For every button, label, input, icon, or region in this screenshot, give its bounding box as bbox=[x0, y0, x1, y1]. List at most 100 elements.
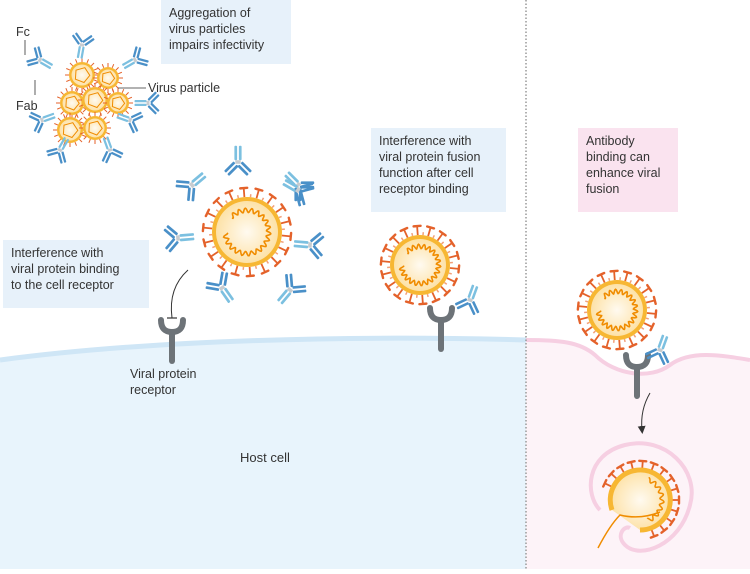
antibody-icon bbox=[117, 44, 150, 77]
antibody-fab bbox=[310, 232, 325, 246]
spike-protein-icon bbox=[449, 255, 458, 257]
spike-protein-icon bbox=[590, 282, 596, 288]
antibody-icon bbox=[163, 223, 196, 254]
spike-protein-icon bbox=[450, 268, 459, 269]
spike-protein-icon bbox=[422, 295, 423, 304]
spike-protein-icon bbox=[221, 260, 226, 267]
antibody-fab bbox=[72, 32, 83, 45]
spike-protein-icon bbox=[642, 288, 649, 293]
antibody-fab bbox=[176, 180, 190, 188]
spike-protein-icon bbox=[582, 293, 590, 297]
antibody-fab bbox=[455, 298, 469, 310]
aggregated-virus-icon bbox=[65, 58, 99, 92]
antibody-fab bbox=[128, 121, 138, 134]
spike-protein-icon bbox=[619, 340, 620, 349]
antibody-icon bbox=[172, 164, 213, 205]
spike-protein-icon bbox=[382, 272, 391, 274]
callout-enhancement: Antibody binding can enhance viral fusio… bbox=[578, 128, 678, 212]
enhanced-virus bbox=[578, 271, 656, 349]
fc-label: Fc bbox=[16, 24, 30, 40]
spike-protein-icon bbox=[447, 278, 455, 282]
antibody-fab bbox=[187, 187, 195, 201]
spike-protein-icon bbox=[601, 274, 605, 282]
aggregated-virus-icon bbox=[53, 113, 87, 147]
spike-protein-icon bbox=[393, 237, 399, 243]
spike-protein-icon bbox=[409, 294, 411, 303]
antibody-icon bbox=[293, 230, 326, 261]
callout-binding-interference: Interference with viral protein binding … bbox=[3, 240, 149, 308]
spike-protein-icon bbox=[625, 272, 627, 281]
antibody-fab bbox=[292, 285, 306, 293]
antibody-fab bbox=[645, 348, 659, 360]
antibody-icon bbox=[277, 170, 317, 209]
callout-aggregation: Aggregation of virus particles impairs i… bbox=[161, 0, 291, 64]
antibody-fc bbox=[180, 237, 195, 241]
spike-protein-icon bbox=[267, 196, 272, 203]
spike-protein-icon bbox=[282, 235, 291, 236]
spike-protein-icon bbox=[646, 300, 655, 302]
antibody-fc bbox=[135, 100, 147, 102]
spike-protein-icon bbox=[578, 306, 587, 307]
spike-protein-icon bbox=[585, 327, 592, 332]
antibody-icon bbox=[224, 146, 252, 176]
spike-protein-icon bbox=[281, 221, 290, 223]
fab-label: Fab bbox=[16, 98, 38, 114]
spike-protein-icon bbox=[385, 248, 393, 252]
spike-protein-icon bbox=[417, 226, 418, 235]
receptor-bound-virus bbox=[381, 226, 459, 304]
spike-protein-icon bbox=[579, 317, 588, 319]
spike-protein-icon bbox=[644, 323, 652, 327]
inhibition-arrow bbox=[171, 270, 188, 318]
spike-protein-icon bbox=[256, 190, 258, 199]
antibody-icon bbox=[24, 44, 57, 77]
callout-fusion-interference: Interference with viral protein fusion f… bbox=[371, 128, 506, 212]
antibody-fab bbox=[163, 225, 178, 239]
antibody-fab bbox=[468, 301, 480, 315]
spike-protein-icon bbox=[216, 200, 222, 206]
spike-protein-icon bbox=[428, 227, 430, 236]
antibody-fab bbox=[34, 121, 44, 134]
spike-protein-icon bbox=[432, 292, 436, 300]
spike-protein-icon bbox=[614, 271, 615, 280]
antibody-fab bbox=[26, 58, 38, 67]
spike-protein-icon bbox=[271, 257, 277, 263]
antibody-icon bbox=[453, 281, 488, 317]
antibody-fab bbox=[136, 58, 148, 67]
spike-protein-icon bbox=[261, 264, 265, 272]
viral-protein-receptor-label: Viral protein receptor bbox=[130, 366, 196, 398]
spike-protein-icon bbox=[388, 282, 395, 287]
antibody-fab bbox=[205, 282, 220, 291]
spike-protein-icon bbox=[606, 339, 608, 348]
spike-protein-icon bbox=[276, 207, 283, 212]
antibody-fab bbox=[102, 151, 112, 164]
antibody-fab bbox=[133, 46, 142, 58]
spike-protein-icon bbox=[203, 228, 212, 229]
neutralized-virus bbox=[203, 188, 291, 276]
spike-protein-icon bbox=[204, 241, 213, 243]
antibody-fc bbox=[239, 146, 242, 160]
spike-protein-icon bbox=[381, 261, 390, 262]
spike-protein-icon bbox=[279, 247, 287, 251]
antibody-fc bbox=[277, 289, 288, 302]
spike-protein-icon bbox=[397, 289, 402, 296]
spike-protein-icon bbox=[211, 252, 218, 257]
virus-particle-label: Virus particle bbox=[148, 80, 220, 96]
antibody-icon bbox=[68, 31, 95, 60]
antibody-icon bbox=[269, 270, 310, 311]
spike-protein-icon bbox=[438, 233, 443, 240]
spike-protein-icon bbox=[235, 266, 237, 275]
host-cell-label: Host cell bbox=[240, 450, 290, 466]
aggregated-virus-icon bbox=[79, 112, 111, 144]
spike-protein-icon bbox=[404, 229, 408, 237]
spike-protein-icon bbox=[207, 213, 215, 217]
spike-protein-icon bbox=[441, 286, 447, 292]
spike-protein-icon bbox=[229, 192, 233, 200]
antibody-fab bbox=[34, 46, 43, 58]
spike-protein-icon bbox=[647, 313, 656, 314]
spike-protein-icon bbox=[594, 334, 599, 341]
spike-protein-icon bbox=[244, 188, 245, 197]
aggregated-virus-icon bbox=[78, 83, 112, 117]
antibody-fc bbox=[194, 175, 207, 186]
spike-protein-icon bbox=[629, 337, 633, 345]
